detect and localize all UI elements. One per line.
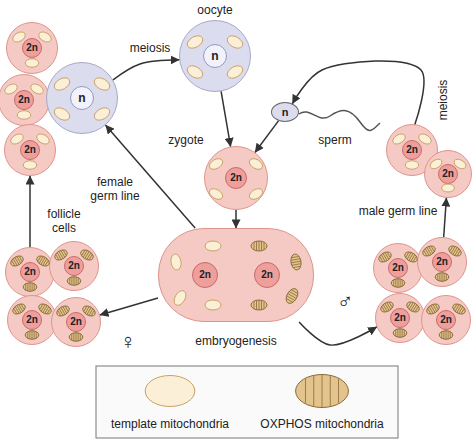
cell: 2n [6,22,58,74]
nucleus-label: 2n [225,167,247,189]
arrow-connector [100,298,158,315]
nucleus-label: 2n [14,90,34,110]
arrow-connector [235,210,237,228]
embryo: 2n 2n [158,228,314,322]
cell: 2n [7,295,57,345]
nucleus-label: 2n [22,38,42,58]
oxphos-mitochondria [9,241,467,341]
sex-symbol: ♀ [120,329,137,354]
nucleus-label: 2n [64,256,84,276]
cell: 2n [51,297,101,347]
cell: 2n [424,150,472,198]
legend-text: template mitochondria [111,417,229,431]
legend-entry: template mitochondria [111,417,229,431]
cell: 2n [5,247,55,297]
nucleus-label: n [70,86,94,110]
nucleus-label: n [275,102,295,122]
arrow-connector [292,61,424,124]
nucleus-label: 2n [22,310,42,330]
template-mitochondria [3,30,468,310]
oocyte-cell: oocyten [179,20,251,92]
cell-label: zygote [168,133,203,147]
edge-label: meiosis [436,80,450,121]
nucleus-label: 2n [192,262,218,288]
arrow-connector [29,176,31,247]
legend-template-sample [145,376,195,407]
nucleus-label: 2n [254,262,280,288]
sex-symbol: ♂ [337,289,354,314]
nucleus-label: 2n [20,140,40,160]
group-label: embryogenesis [181,335,291,349]
nucleus-label: 2n [402,140,422,160]
arrow-connector [444,198,447,237]
cell-label: oocyte [197,3,232,17]
edge-label: meiosis [130,41,171,55]
legend-entry: OXPHOS mitochondria [260,417,383,431]
group-label: female germ line [86,176,144,204]
group-label: follicle cells [38,208,90,236]
cell: 2n [421,295,471,345]
cell: 2n [373,243,423,293]
cell: 2n [375,293,425,343]
cell: 2n [49,241,99,291]
arrow-connector [299,322,377,345]
cell: 2n [4,124,56,176]
arrow-connector [106,125,195,228]
group-label: male germ line [348,205,448,219]
arrow-connector [221,91,230,146]
cell: 2n [0,74,50,126]
arrow-connector [113,60,179,80]
cell: zygote2n [204,146,268,210]
legend-oxphos-sample [296,375,349,408]
arrow-connector [255,121,278,152]
sperm-head: spermn [271,102,299,122]
nucleus-label: 2n [388,258,408,278]
cell-label: sperm [318,133,351,147]
cell: 2n [417,237,467,287]
nucleus-label: n [203,44,227,68]
legend-text: OXPHOS mitochondria [260,417,383,431]
oocyte-cell: n [46,62,118,134]
nucleus-label: 2n [436,310,456,330]
nucleus-label: 2n [432,252,452,272]
legend-box [96,366,398,438]
nucleus-label: 2n [20,262,40,282]
nucleus-label: 2n [438,164,458,184]
nucleus-label: 2n [66,312,86,332]
nucleus-label: 2n [390,308,410,328]
sperm-tail [299,111,380,131]
